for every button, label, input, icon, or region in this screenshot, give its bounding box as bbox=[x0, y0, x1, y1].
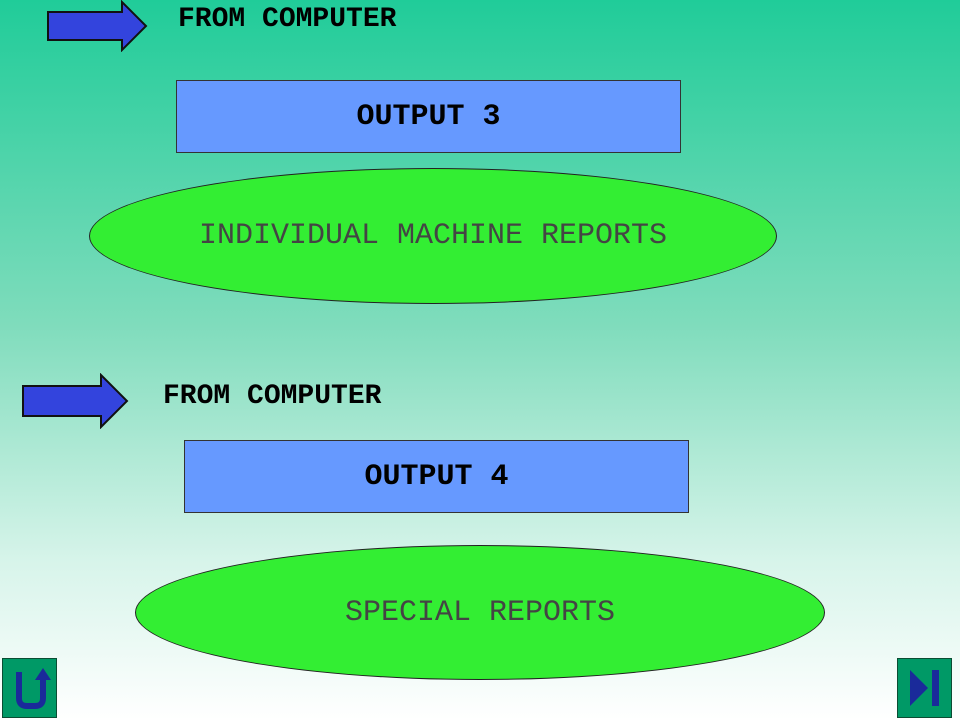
individual-machine-reports-ellipse: INDIVIDUAL MACHINE REPORTS bbox=[89, 168, 777, 304]
end-button[interactable] bbox=[897, 658, 952, 718]
u-turn-return-icon bbox=[15, 668, 51, 709]
output-4-box: OUTPUT 4 bbox=[184, 440, 689, 513]
special-reports-ellipse: SPECIAL REPORTS bbox=[135, 545, 825, 680]
output-3-box: OUTPUT 3 bbox=[176, 80, 681, 153]
return-button[interactable] bbox=[2, 658, 57, 718]
arrow-right-icon bbox=[22, 373, 129, 429]
from-computer-label: FROM COMPUTER bbox=[178, 4, 397, 35]
from-computer-label: FROM COMPUTER bbox=[163, 381, 382, 412]
arrow-right-icon bbox=[47, 0, 148, 52]
end-slide-icon bbox=[909, 670, 939, 706]
